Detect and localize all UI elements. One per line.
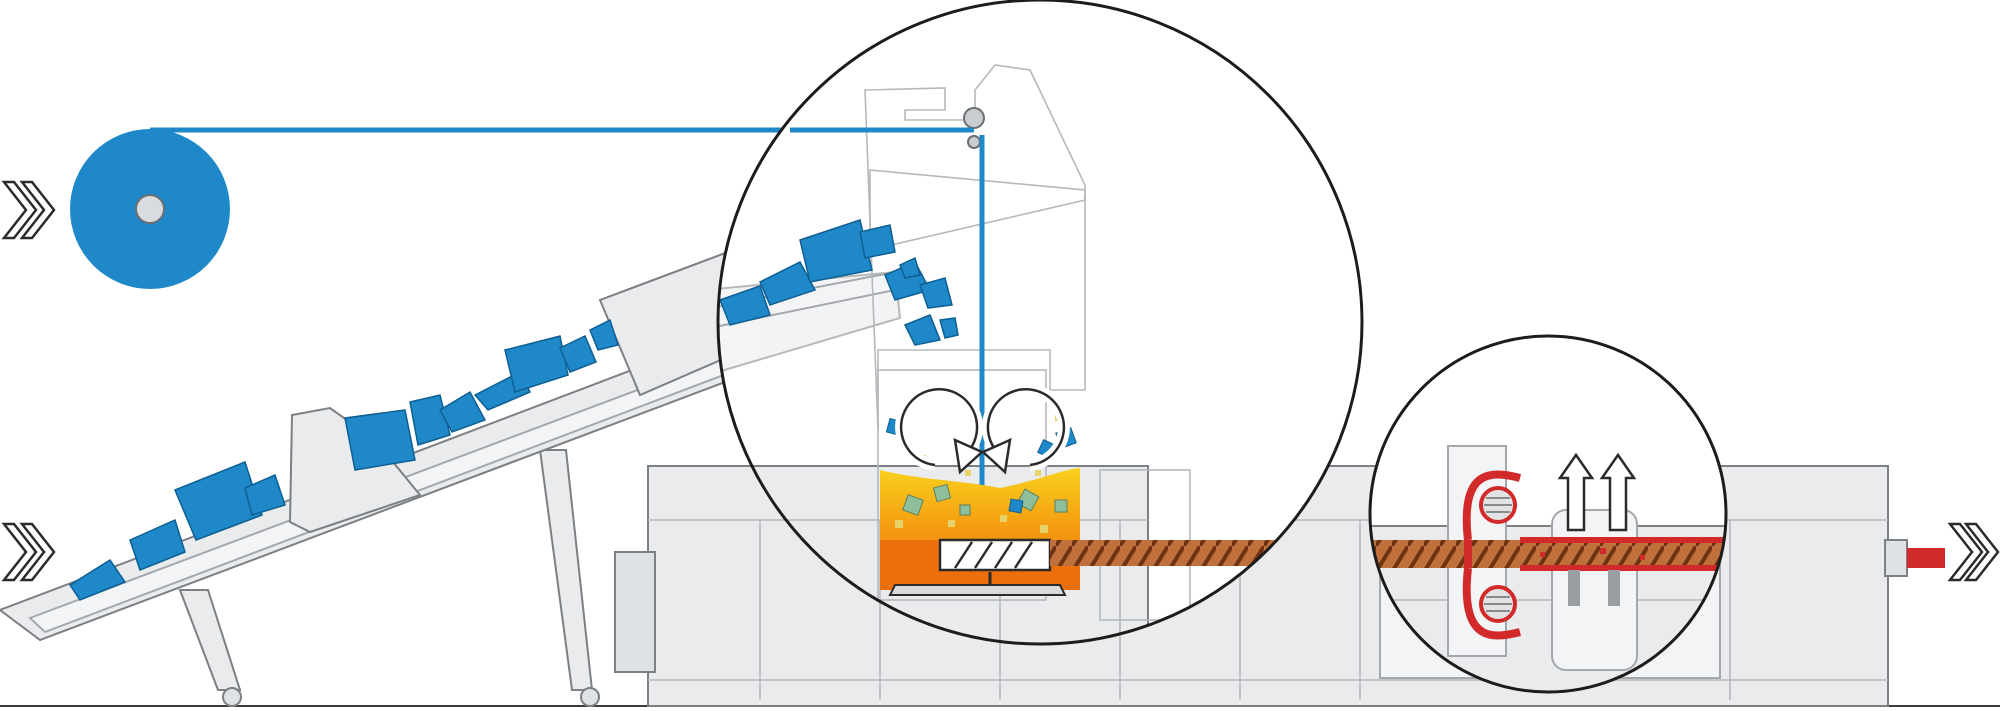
film-input-arrow — [1, 180, 56, 240]
conveyor-flakes — [68, 318, 619, 601]
feed-screw — [938, 538, 1052, 572]
filter-detail — [1368, 334, 1728, 694]
output-arrow — [1947, 522, 2000, 582]
film-roll — [70, 129, 230, 289]
degassing-arrow-2 — [1599, 452, 1637, 532]
feed-conveyor — [0, 238, 897, 707]
extruder-screw — [1050, 540, 1280, 566]
flake-input-arrow — [1, 522, 56, 582]
melt-filter — [1462, 470, 1522, 640]
rotation-arrow-right — [980, 383, 1070, 475]
degassing-arrow-1 — [1557, 452, 1595, 532]
output-strand — [1907, 548, 1945, 568]
rotation-arrow-left — [895, 383, 985, 475]
shredder-detail — [716, 0, 1364, 646]
